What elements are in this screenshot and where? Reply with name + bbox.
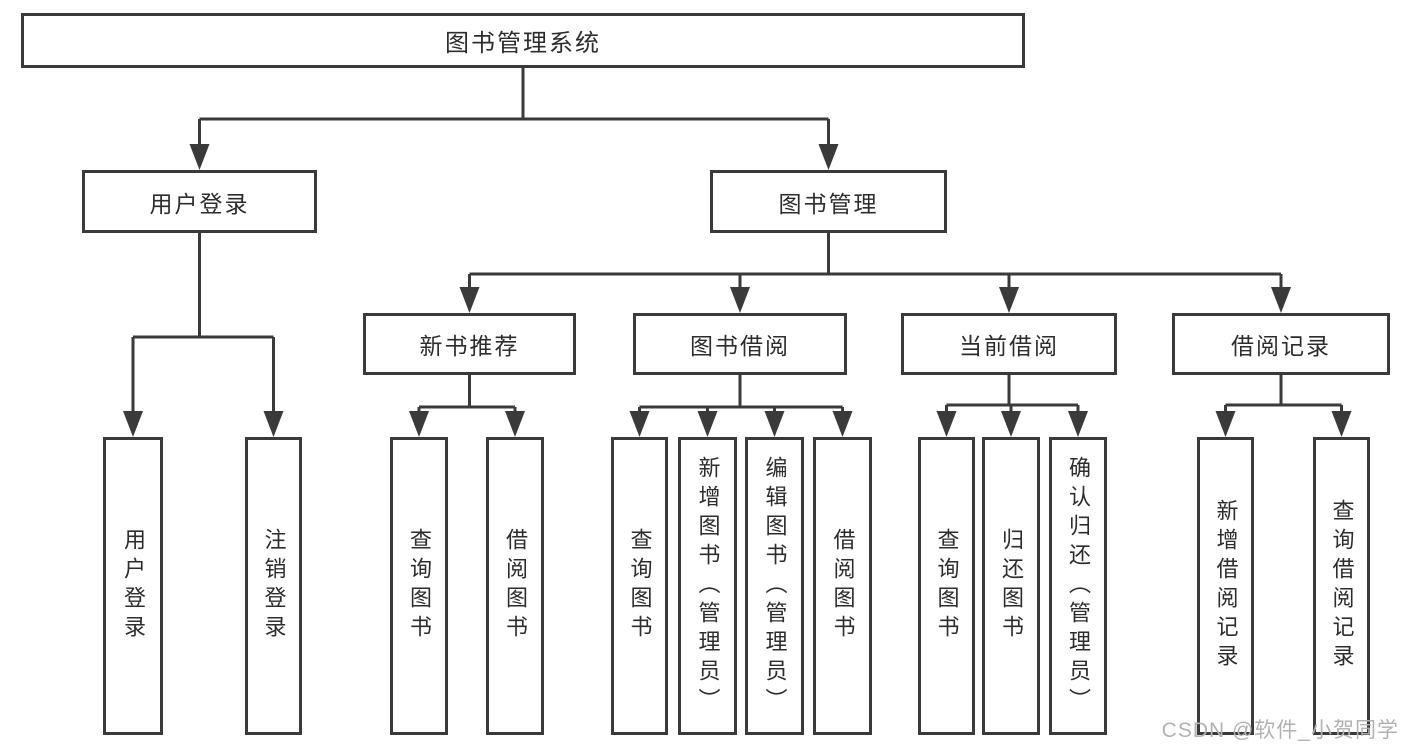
node-label: 当前借阅 [959, 333, 1059, 359]
arrow-down-icon [123, 411, 143, 437]
arrow-down-icon [1001, 411, 1021, 437]
node-label: 用户登录 [149, 190, 250, 217]
arrow-down-icon [832, 411, 853, 437]
node-label: 借阅记录 [1231, 333, 1331, 359]
arrow-down-icon [936, 411, 957, 437]
arrow-down-icon [629, 411, 650, 437]
node-label: 新增借阅记录 [1213, 499, 1239, 673]
arrow-down-icon [459, 287, 480, 313]
node-root: 图书管理系统 [21, 13, 1025, 68]
node-label: 归还图书 [999, 528, 1024, 644]
node-label: 用户登录 [121, 528, 146, 644]
arrow-down-icon [697, 411, 718, 437]
leaf-borrow-books: 借阅图书 [813, 437, 872, 735]
leaf-borrow-books-recommend: 借阅图书 [486, 437, 544, 735]
leaf-confirm-return-admin: 确认归还（管理员） [1049, 437, 1107, 735]
node-label: 查询图书 [627, 528, 653, 644]
arrow-down-icon [999, 287, 1019, 313]
node-user-login: 用户登录 [82, 170, 317, 233]
connector-lines [131, 68, 1343, 413]
leaf-logout: 注销登录 [245, 437, 302, 735]
leaf-return-book: 归还图书 [982, 437, 1040, 735]
leaf-user-login: 用户登录 [103, 437, 163, 735]
node-label: 图书借阅 [690, 333, 790, 359]
node-book-borrow: 图书借阅 [633, 313, 847, 375]
leaf-edit-book-admin: 编辑图书（管理员） [745, 437, 804, 735]
node-label: 图书管理系统 [445, 30, 601, 57]
leaf-add-borrow-record: 新增借阅记录 [1197, 437, 1254, 735]
arrow-down-icon [505, 411, 525, 437]
node-new-book-recommend: 新书推荐 [363, 313, 576, 375]
node-label: 查询借阅记录 [1329, 499, 1355, 673]
arrow-down-icon [764, 411, 785, 437]
node-label: 查询图书 [407, 528, 432, 644]
node-label: 查询图书 [934, 528, 960, 644]
arrow-down-icon [409, 411, 429, 437]
arrow-down-icon [1331, 411, 1352, 437]
csdn-watermark: CSDN @软件_小贺同学 [1161, 719, 1399, 742]
node-label: 新增图书（管理员） [695, 455, 721, 717]
node-book-management: 图书管理 [710, 170, 947, 233]
node-current-borrow: 当前借阅 [901, 313, 1117, 375]
leaf-query-books-recommend: 查询图书 [390, 437, 448, 735]
arrow-down-icon [263, 411, 284, 437]
node-label: 注销登录 [261, 528, 287, 644]
node-label: 编辑图书（管理员） [762, 455, 788, 717]
arrowheads [123, 144, 1352, 437]
leaf-query-books-borrow: 查询图书 [611, 437, 668, 735]
node-label: 图书管理 [778, 190, 879, 217]
leaf-add-book-admin: 新增图书（管理员） [678, 437, 737, 735]
arrow-down-icon [818, 144, 839, 170]
node-label: 借阅图书 [503, 528, 528, 644]
node-label: 新书推荐 [419, 333, 520, 359]
node-label: 确认归还（管理员） [1066, 455, 1091, 717]
arrow-down-icon [1068, 411, 1088, 437]
node-label: 借阅图书 [830, 528, 856, 644]
arrow-down-icon [730, 287, 750, 313]
leaf-query-books-current: 查询图书 [918, 437, 975, 735]
leaf-query-borrow-record: 查询借阅记录 [1313, 437, 1370, 735]
arrow-down-icon [1271, 287, 1291, 313]
arrow-down-icon [189, 144, 210, 170]
node-borrow-records: 借阅记录 [1172, 313, 1390, 375]
arrow-down-icon [1215, 411, 1236, 437]
